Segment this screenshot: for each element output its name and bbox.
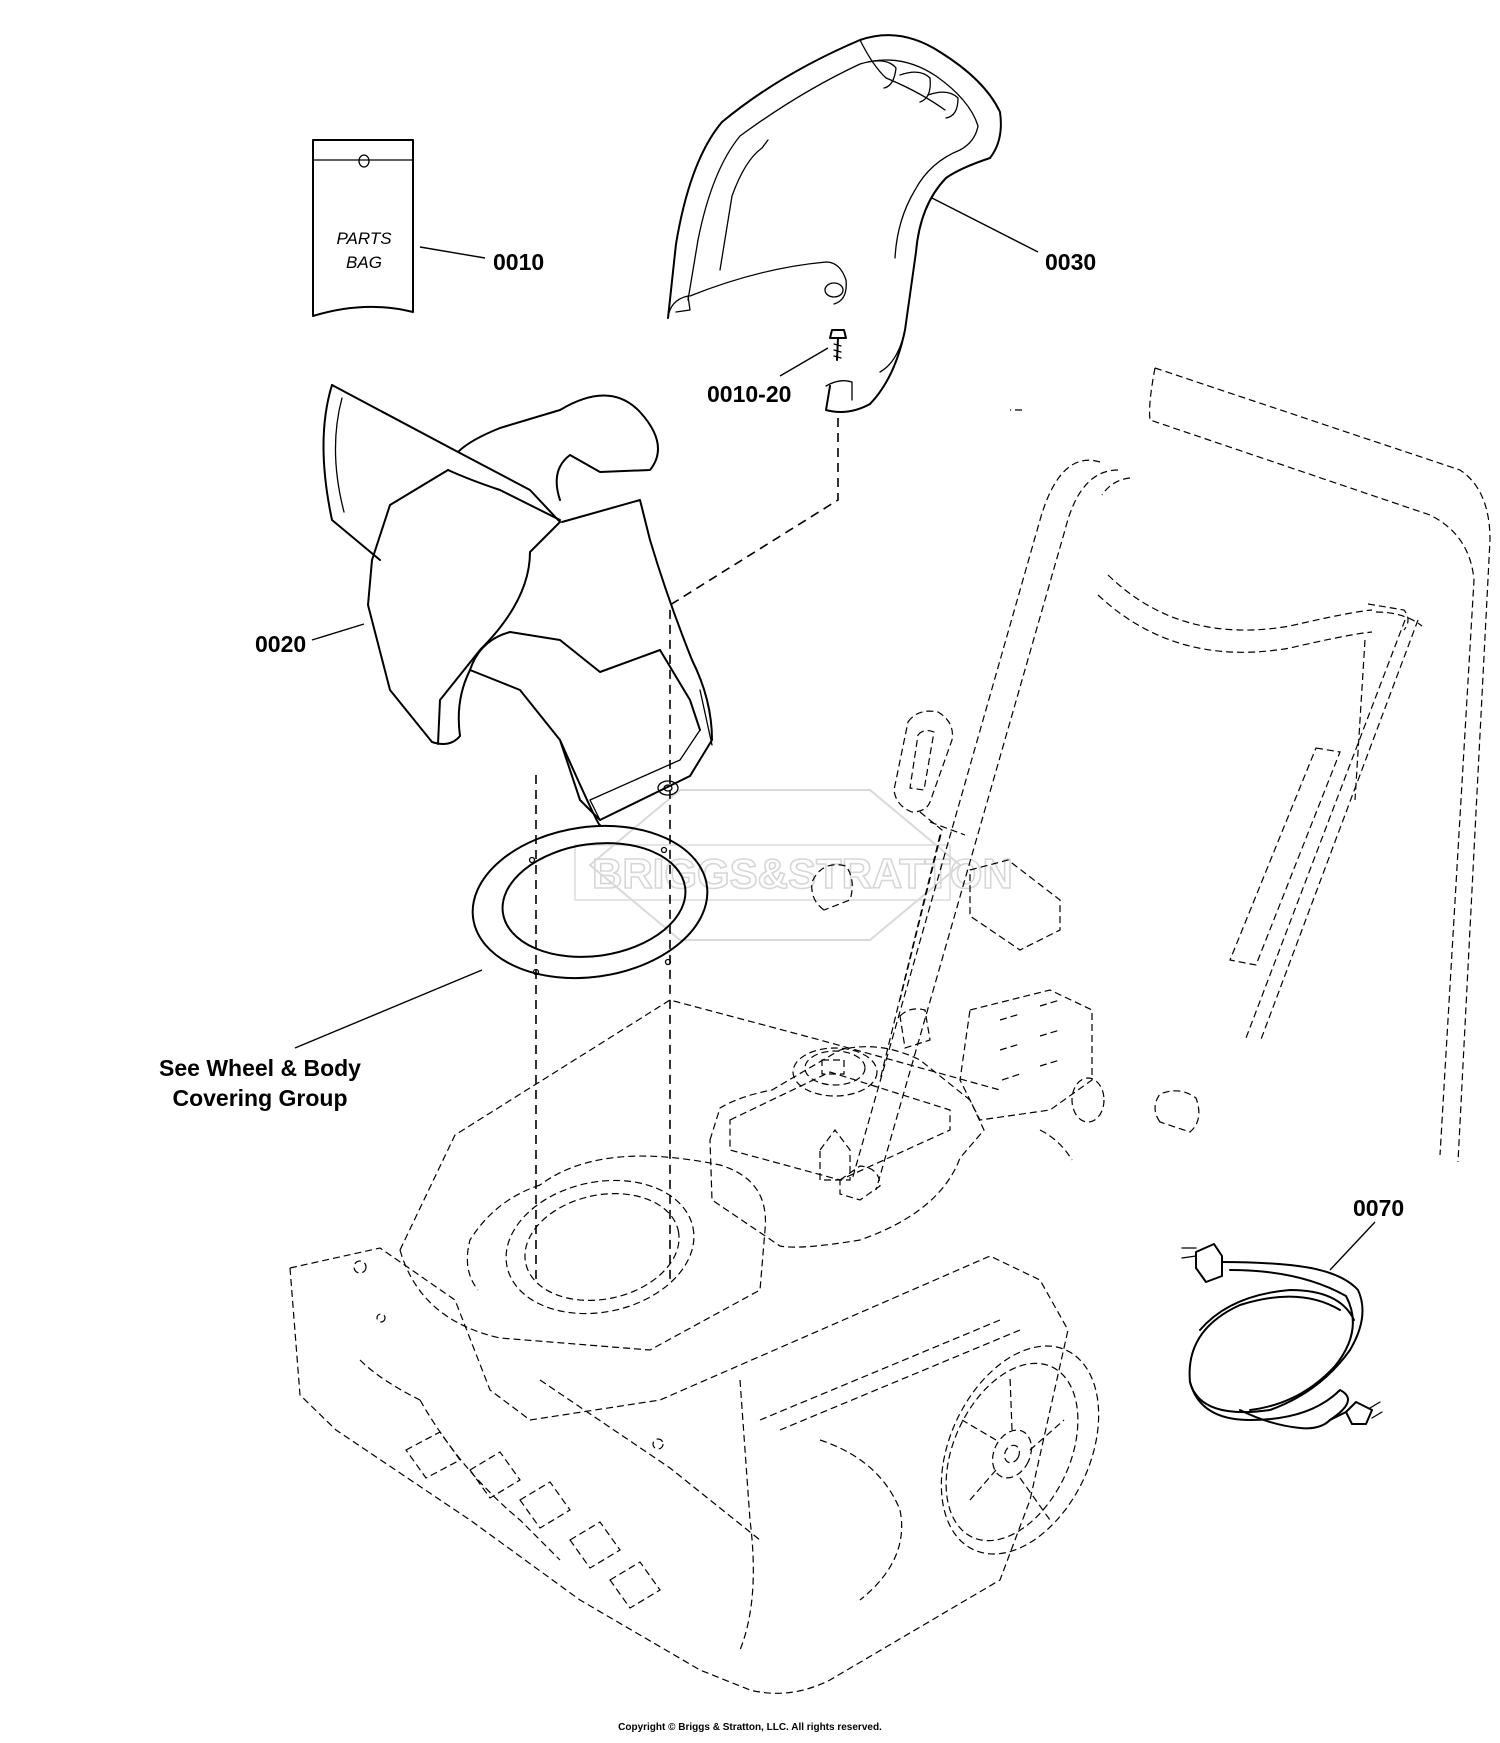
callout-0070: 0070: [1353, 1195, 1404, 1221]
callout-0010: 0010: [493, 249, 544, 275]
screw-part: [829, 329, 847, 361]
control-lever: [879, 710, 966, 1081]
ring-gasket: [471, 824, 709, 980]
callout-0010-20: 0010-20: [707, 381, 791, 407]
leader-0010: [419, 246, 486, 259]
copyright-footer: Copyright © Briggs & Stratton, LLC. All …: [618, 1722, 882, 1733]
right-knob: [1154, 1090, 1200, 1133]
engine-block: [709, 859, 1105, 1248]
parts-bag-label-2: BAG: [346, 253, 382, 272]
assembly-line-1: [669, 418, 839, 1285]
parts-bag: PARTS BAG: [312, 139, 414, 317]
parts-bag-label-1: PARTS: [336, 229, 392, 248]
note-line-1: See Wheel & Body: [159, 1055, 361, 1081]
auger-housing: [289, 999, 1069, 1694]
watermark-text: BRIGGS&STRATTON: [592, 850, 1013, 897]
handle-frame: [851, 367, 1491, 1191]
chute-part: [322, 384, 713, 827]
watermark-logo: BRIGGS&STRATTON: [574, 789, 1014, 941]
handle-part: [667, 34, 1002, 413]
left-knob: [811, 864, 853, 911]
leader-0070: [1329, 1221, 1376, 1271]
callout-0030: 0030: [1045, 249, 1096, 275]
leader-0020: [311, 623, 365, 641]
wheel: [940, 1345, 1100, 1555]
callout-0020: 0020: [255, 631, 306, 657]
leader-0030: [931, 197, 1039, 253]
leader-0010-20: [779, 347, 829, 377]
note-line-2: Covering Group: [172, 1085, 347, 1111]
leader-note: [294, 969, 483, 1049]
extension-cord: [1181, 1243, 1383, 1430]
